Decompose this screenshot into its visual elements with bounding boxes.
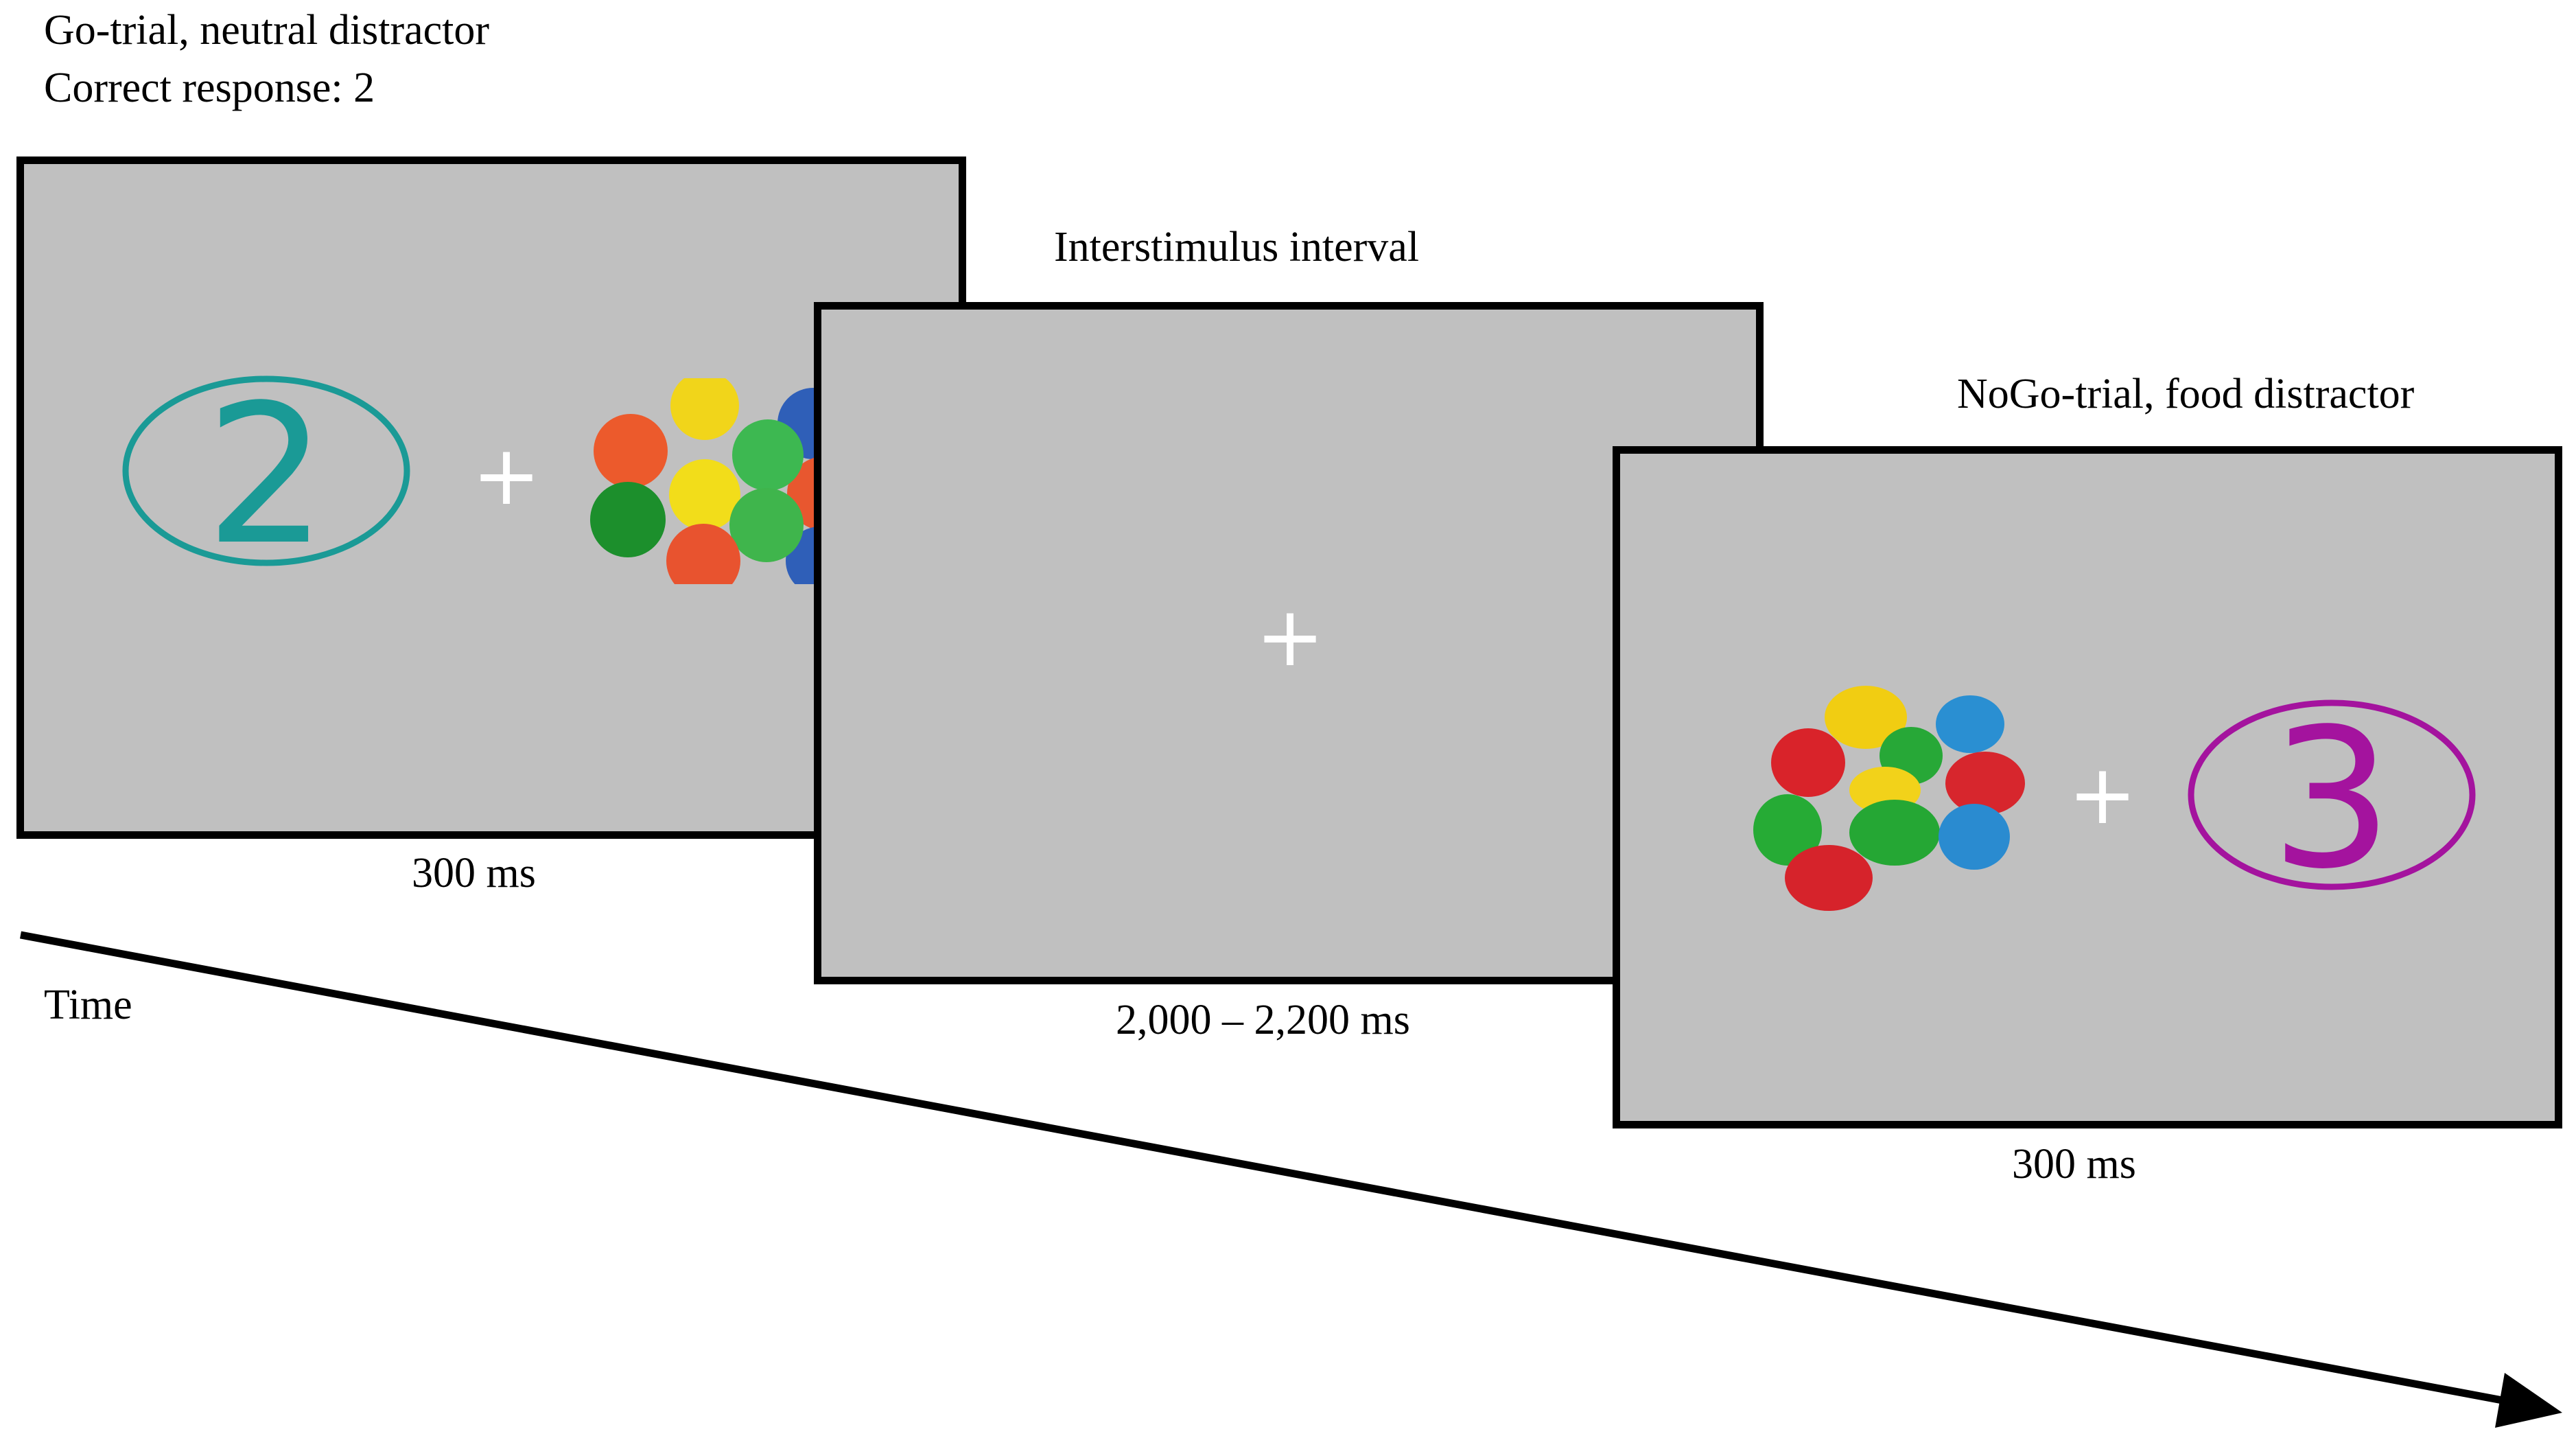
target-digit: 2	[205, 371, 327, 570]
target-ellipse-2: 2	[122, 371, 410, 570]
fixation-cross: +	[1255, 590, 1325, 685]
trial1-header-line2: Correct response: 2	[44, 65, 375, 111]
nogo-trial-screen: + 3	[1613, 446, 2562, 1128]
go-trial-screen: 2 +	[16, 157, 966, 839]
fixation-cross: +	[471, 428, 541, 524]
time-axis-label: Time	[44, 982, 132, 1028]
trial2-header: NoGo-trial, food distractor	[1957, 371, 2415, 417]
isi-duration: 2,000 – 2,200 ms	[1116, 997, 1410, 1043]
trial1-header-line1: Go-trial, neutral distractor	[44, 7, 490, 54]
nogo-trial-duration: 300 ms	[2012, 1141, 2136, 1188]
target-digit: 3	[2271, 695, 2393, 894]
fixation-cross: +	[2068, 748, 2138, 843]
go-trial-duration: 300 ms	[412, 850, 536, 896]
candy-icon	[1753, 686, 2025, 911]
target-ellipse-3: 3	[2188, 695, 2476, 894]
isi-header: Interstimulus interval	[1054, 224, 1420, 270]
arrowhead-icon	[2495, 1373, 2562, 1428]
